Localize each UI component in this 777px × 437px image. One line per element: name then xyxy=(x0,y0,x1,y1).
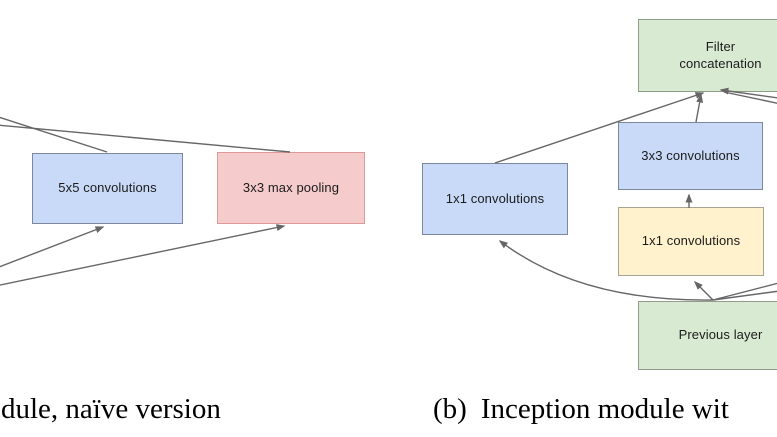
box-label: 3x3 max pooling xyxy=(242,179,340,195)
line-prev-to-offscreen-2 xyxy=(712,290,777,301)
box-previous-layer: Previous layer xyxy=(638,301,777,370)
arrow-prev-to-1x1mid xyxy=(693,280,714,301)
caption-panel-b: (b) Inception module wit xyxy=(433,393,729,437)
box-1x1-convolutions-reduce: 1x1 convolutions xyxy=(618,207,764,276)
caption-label: (b) xyxy=(433,393,467,425)
line-maxpool-to-concat xyxy=(0,124,291,153)
box-label: 1x1 convolutions xyxy=(641,233,741,249)
line-5x5-to-concat xyxy=(0,116,108,153)
box-1x1-convolutions-left: 1x1 convolutions xyxy=(422,163,568,235)
box-3x3-convolutions: 3x3 convolutions xyxy=(618,122,763,190)
box-filter-concatenation: Filter concatenation xyxy=(638,19,777,92)
arrow-3x3-to-concat xyxy=(695,93,704,123)
box-label: 1x1 convolutions xyxy=(445,190,545,206)
caption-text: Inception module wit xyxy=(480,393,729,425)
box-label: Filter concatenation xyxy=(679,39,762,71)
box-5x5-convolutions: 5x5 convolutions xyxy=(32,153,183,224)
box-3x3-max-pooling: 3x3 max pooling xyxy=(217,152,365,224)
arrow-prev-to-5x5 xyxy=(0,226,105,268)
box-label: 5x5 convolutions xyxy=(58,180,157,196)
arrow-prev-to-maxpool xyxy=(0,224,286,286)
line-offscreen-right-to-concat xyxy=(723,91,777,104)
box-label: Previous layer xyxy=(678,327,763,343)
box-label: 3x3 convolutions xyxy=(641,147,740,163)
caption-text: dule, naïve version xyxy=(1,393,221,425)
caption-panel-a: dule, naïve version xyxy=(1,393,221,437)
line-prev-to-offscreen-1 xyxy=(712,282,777,301)
